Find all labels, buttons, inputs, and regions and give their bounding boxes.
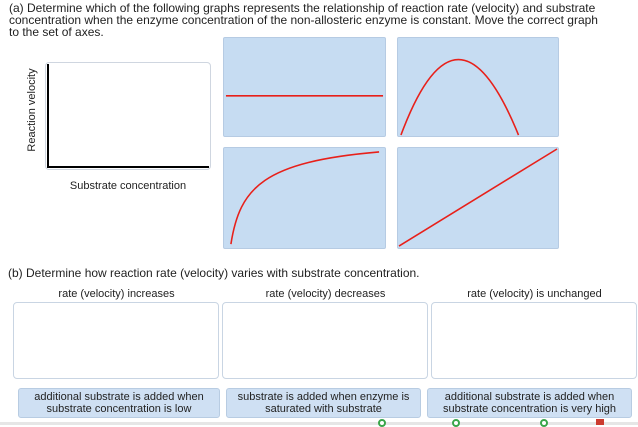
graph-card-bell-curve[interactable] bbox=[397, 37, 559, 137]
bell-curve-graph bbox=[400, 58, 520, 136]
graph-drop-target-axes[interactable] bbox=[45, 62, 211, 170]
x-axis-label: Substrate concentration bbox=[69, 180, 187, 192]
bottom-divider bbox=[0, 422, 638, 425]
question-a-text: (a) Determine which of the following gra… bbox=[9, 1, 598, 39]
flat-line-graph bbox=[225, 95, 384, 97]
draggable-chip-saturated-enzyme[interactable]: substrate is added when enzyme is satura… bbox=[226, 388, 421, 418]
column-header-unchanged: rate (velocity) is unchanged bbox=[467, 288, 602, 300]
graph-card-linear-line[interactable] bbox=[397, 147, 559, 249]
status-circle-icon bbox=[540, 419, 548, 427]
drop-zone-increases[interactable] bbox=[13, 302, 219, 379]
drop-zone-unchanged[interactable] bbox=[431, 302, 637, 379]
graph-card-saturation-curve[interactable] bbox=[223, 147, 386, 249]
column-header-increases: rate (velocity) increases bbox=[58, 288, 175, 300]
y-axis-label: Reaction velocity bbox=[26, 68, 38, 152]
draggable-chip-low-substrate[interactable]: additional substrate is added when subst… bbox=[18, 388, 220, 418]
draggable-chip-high-substrate[interactable]: additional substrate is added when subst… bbox=[427, 388, 632, 418]
status-circle-icon bbox=[378, 419, 386, 427]
x-axis-line bbox=[47, 166, 209, 168]
column-header-decreases: rate (velocity) decreases bbox=[265, 288, 386, 300]
linear-line-graph bbox=[398, 148, 558, 247]
question-b-text: (b) Determine how reaction rate (velocit… bbox=[8, 266, 420, 280]
flag-icon bbox=[596, 419, 604, 425]
drop-zone-decreases[interactable] bbox=[222, 302, 428, 379]
status-circle-icon bbox=[452, 419, 460, 427]
saturation-curve-graph bbox=[230, 151, 380, 245]
graph-card-flat-line[interactable] bbox=[223, 37, 386, 137]
y-axis-line bbox=[47, 64, 49, 168]
